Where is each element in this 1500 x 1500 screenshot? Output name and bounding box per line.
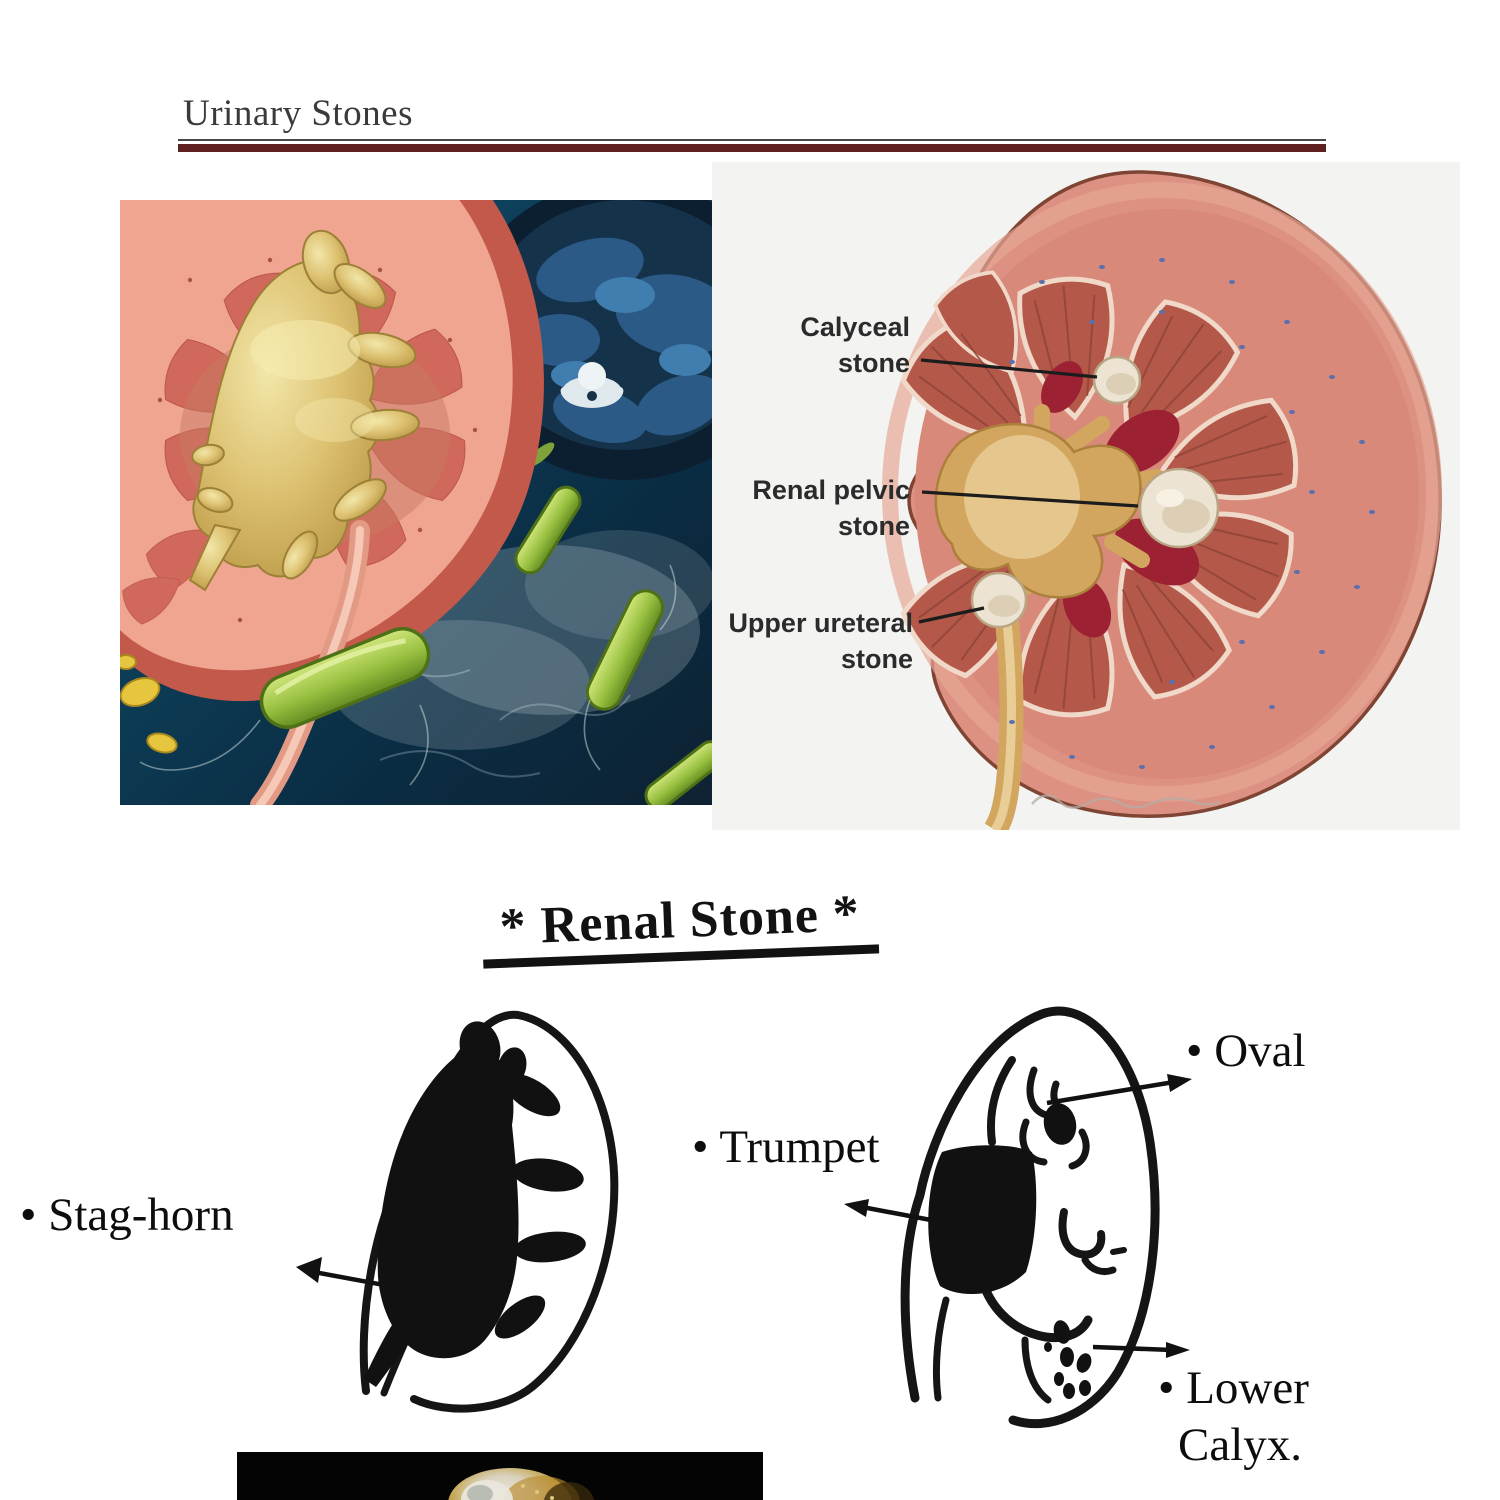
staghorn-stone-shape xyxy=(364,1021,586,1387)
lower-calyx-stones xyxy=(1044,1320,1092,1399)
stone-photo-svg xyxy=(237,1452,763,1500)
calyx-types-sketch-image xyxy=(844,1006,1192,1429)
oval-stone-shape xyxy=(1043,1103,1077,1145)
staghorn-3d-illustration-image xyxy=(120,200,712,805)
staghorn-sketch-image xyxy=(296,1010,619,1413)
title-underline-thick xyxy=(178,144,1326,152)
trumpet-stone-shape xyxy=(928,1145,1037,1295)
ct-scan-inset xyxy=(460,200,712,480)
renal-stone-heading: * Renal Stone * xyxy=(481,883,880,969)
stag-horn-label: • Stag-horn xyxy=(20,1189,234,1241)
oval-arrow xyxy=(1046,1074,1192,1106)
label-line: • Lower xyxy=(1158,1362,1309,1414)
lower-calyx-label: • Lower Calyx. xyxy=(1158,1360,1309,1474)
trumpet-label: • Trumpet xyxy=(692,1121,880,1173)
sectioned-kidney xyxy=(120,200,544,805)
bacterium-icon xyxy=(259,627,431,729)
vertebra-shape xyxy=(560,362,624,408)
stone-photo-image xyxy=(237,1452,763,1500)
title-underline-thin xyxy=(178,139,1326,141)
bacterium-icon xyxy=(644,740,712,805)
label-line: stone xyxy=(840,644,913,674)
lower-calyx-arrow xyxy=(1092,1342,1190,1358)
labeled-kidney-diagram-image xyxy=(712,162,1460,830)
calyceal-stone-label: Calyceal stone xyxy=(738,309,910,381)
label-line: Calyx. xyxy=(1178,1419,1303,1471)
label-line: stone xyxy=(837,511,910,541)
flagella xyxy=(139,564,677,786)
trumpet-arrow xyxy=(844,1199,953,1227)
label-line: Renal pelvic xyxy=(752,475,910,505)
renal-pelvis xyxy=(934,404,1165,830)
signature-script xyxy=(1031,794,1221,809)
small-yellow-stones xyxy=(120,654,178,754)
page-title: Urinary Stones xyxy=(183,93,413,134)
bacterium-icon xyxy=(585,589,665,711)
label-line: Calyceal xyxy=(800,312,910,342)
renal-pelvic-stone-label: Renal pelvic stone xyxy=(718,472,910,544)
bacteria-group xyxy=(139,485,712,805)
stone-shapes xyxy=(928,1103,1092,1399)
label-pointer-lines xyxy=(918,358,1139,624)
kidney-sketch-outline xyxy=(900,1006,1160,1429)
label-line: Upper ureteral xyxy=(728,608,913,638)
oval-label: • Oval xyxy=(1186,1025,1306,1077)
bacterium-icon xyxy=(514,485,582,575)
stag-horn-arrow xyxy=(296,1257,385,1288)
upper-ureteral-stone-label: Upper ureteral stone xyxy=(708,605,913,677)
label-line: stone xyxy=(837,348,910,378)
capillary-dots xyxy=(1009,258,1375,769)
title-underline xyxy=(178,139,1326,152)
